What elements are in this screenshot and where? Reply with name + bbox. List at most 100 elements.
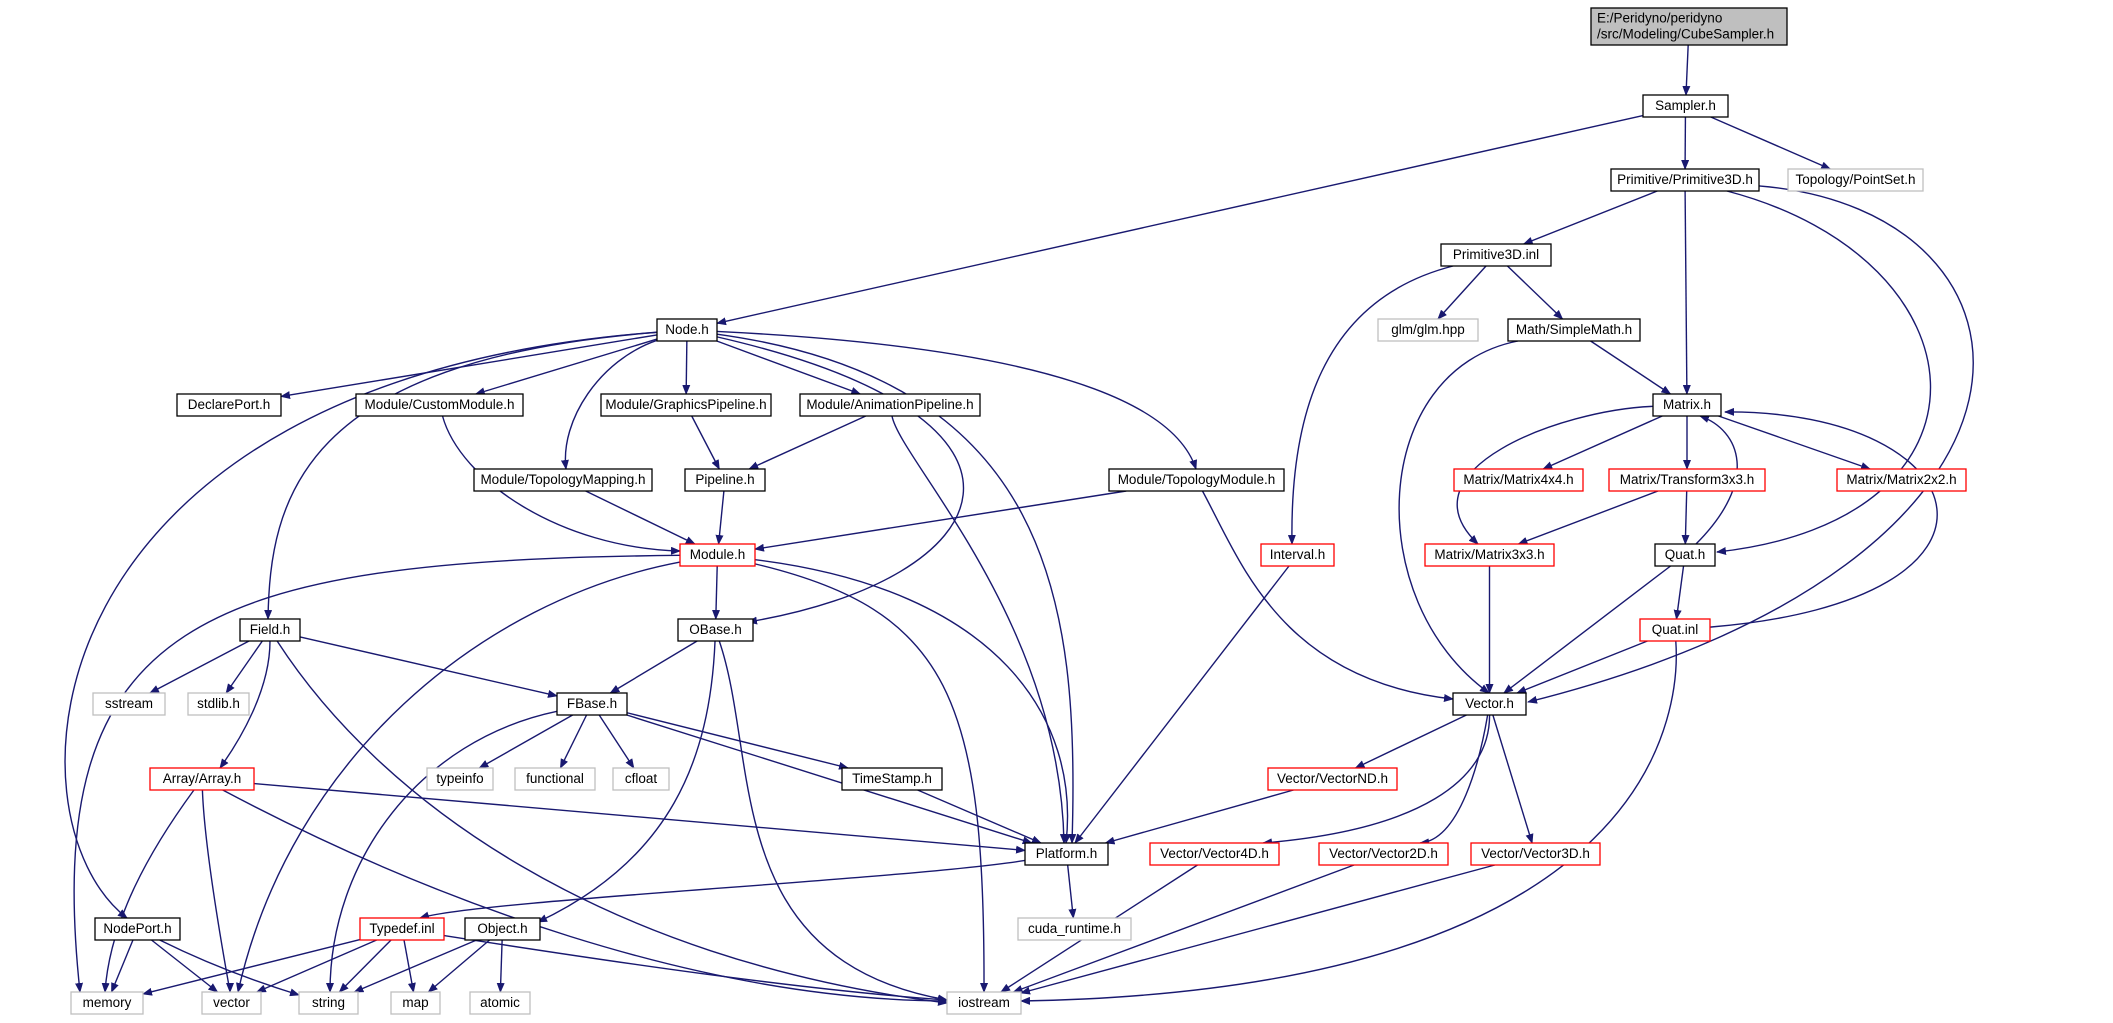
edge-fbase-to-functional	[559, 714, 588, 769]
node-label: glm/glm.hpp	[1391, 322, 1465, 337]
node-declareport[interactable]: DeclarePort.h	[176, 393, 282, 417]
node-platform[interactable]: Platform.h	[1024, 842, 1109, 866]
node-vector4d[interactable]: Vector/Vector4D.h	[1149, 842, 1280, 866]
node-obase[interactable]: OBase.h	[677, 618, 754, 642]
node-sampler[interactable]: Sampler.h	[1642, 94, 1729, 118]
edge-field-to-stdlib	[225, 640, 263, 694]
node-transform3x3[interactable]: Matrix/Transform3x3.h	[1608, 468, 1766, 492]
edge-obase-to-object	[537, 640, 716, 923]
node-box	[1836, 468, 1967, 492]
node-string: string	[298, 991, 359, 1015]
edge-field-to-fbase	[299, 636, 558, 698]
node-vector2d[interactable]: Vector/Vector2D.h	[1318, 842, 1449, 866]
node-object[interactable]: Object.h	[464, 917, 541, 941]
node-graphicspipeline[interactable]: Module/GraphicsPipeline.h	[600, 393, 772, 417]
node-topologymodule[interactable]: Module/TopologyModule.h	[1108, 468, 1285, 492]
edge-interval-to-platform	[1074, 565, 1290, 844]
node-box	[1318, 842, 1449, 866]
edge-node-to-obase	[716, 336, 965, 625]
edge-node-to-graphicspipeline	[682, 340, 691, 395]
node-box	[1424, 543, 1555, 567]
node-nodeport[interactable]: NodePort.h	[94, 917, 181, 941]
node-root[interactable]: E:/Peridyno/peridyno/src/Modeling/CubeSa…	[1590, 7, 1788, 46]
node-quat_inl[interactable]: Quat.inl	[1639, 618, 1711, 642]
node-custommodule[interactable]: Module/CustomModule.h	[355, 393, 524, 417]
node-glm: glm/glm.hpp	[1377, 318, 1479, 342]
node-box	[556, 692, 628, 716]
node-label: iostream	[958, 995, 1010, 1010]
node-typedef_inl[interactable]: Typedef.inl	[359, 917, 445, 941]
node-label: atomic	[480, 995, 520, 1010]
node-box	[390, 991, 441, 1015]
edge-platform-to-typedef_inl	[419, 859, 1026, 920]
node-vector3d[interactable]: Vector/Vector3D.h	[1470, 842, 1601, 866]
node-module[interactable]: Module.h	[679, 543, 756, 567]
node-box	[841, 767, 943, 791]
edge-array-to-memory	[101, 789, 195, 993]
edge-graphicspipeline-to-pipeline	[691, 415, 720, 470]
node-array[interactable]: Array/Array.h	[149, 767, 255, 791]
edge-simplemath-to-vector	[1398, 340, 1519, 694]
node-topologymapping[interactable]: Module/TopologyMapping.h	[473, 468, 653, 492]
node-box	[684, 468, 766, 492]
node-box	[514, 767, 596, 791]
node-vectornd[interactable]: Vector/VectorND.h	[1267, 767, 1398, 791]
edge-primitive3d_inl-to-simplemath	[1506, 265, 1564, 320]
node-label: Matrix/Matrix2x2.h	[1846, 472, 1956, 487]
node-label: Array/Array.h	[163, 771, 242, 786]
node-box	[1452, 692, 1527, 716]
edge-topologymodule-to-module	[754, 490, 1127, 552]
node-box	[1470, 842, 1601, 866]
node-animationpipeline[interactable]: Module/AnimationPipeline.h	[799, 393, 981, 417]
node-matrix4x4[interactable]: Matrix/Matrix4x4.h	[1453, 468, 1584, 492]
edge-topologymodule-to-vector	[1201, 490, 1454, 702]
node-label: cfloat	[625, 771, 658, 786]
edge-quat-to-matrix	[1695, 415, 1738, 545]
node-node[interactable]: Node.h	[656, 318, 718, 342]
node-label: Matrix/Matrix3x3.h	[1434, 547, 1544, 562]
node-box	[1654, 543, 1716, 567]
edge-field-to-array	[219, 640, 271, 769]
node-label: Vector/Vector2D.h	[1329, 846, 1438, 861]
node-matrix2x2[interactable]: Matrix/Matrix2x2.h	[1836, 468, 1967, 492]
node-label: Interval.h	[1270, 547, 1326, 562]
node-box	[799, 393, 981, 417]
node-atomic: atomic	[469, 991, 531, 1015]
edge-node-to-custommodule	[474, 338, 658, 396]
node-timestamp[interactable]: TimeStamp.h	[841, 767, 943, 791]
node-pipeline[interactable]: Pipeline.h	[684, 468, 766, 492]
edge-transform3x3-to-matrix3x3	[1517, 490, 1659, 545]
node-field[interactable]: Field.h	[239, 618, 301, 642]
node-box	[677, 618, 754, 642]
node-label: OBase.h	[689, 622, 742, 637]
node-primitive3d_inl[interactable]: Primitive3D.inl	[1440, 243, 1552, 267]
edge-vector2d-to-iostream	[1012, 864, 1355, 993]
node-cfloat: cfloat	[612, 767, 670, 791]
node-box	[298, 991, 359, 1015]
node-label: /src/Modeling/CubeSampler.h	[1597, 27, 1774, 42]
node-matrix[interactable]: Matrix.h	[1652, 393, 1722, 417]
edge-custommodule-to-module	[441, 415, 681, 555]
node-cuda_runtime: cuda_runtime.h	[1017, 917, 1132, 941]
edge-node-to-platform	[716, 333, 1077, 844]
node-interval[interactable]: Interval.h	[1260, 543, 1335, 567]
node-box	[1267, 767, 1398, 791]
edge-object-to-atomic	[496, 939, 505, 993]
edge-array-to-std_vector	[201, 789, 234, 993]
node-box	[1652, 393, 1722, 417]
node-label: Module/TopologyMapping.h	[480, 472, 645, 487]
node-fbase[interactable]: FBase.h	[556, 692, 628, 716]
node-matrix3x3[interactable]: Matrix/Matrix3x3.h	[1424, 543, 1555, 567]
edge-simplemath-to-matrix	[1590, 340, 1672, 395]
node-primitive3d[interactable]: Primitive/Primitive3D.h	[1610, 168, 1760, 192]
node-vector[interactable]: Vector.h	[1452, 692, 1527, 716]
edge-matrix-to-matrix4x4	[1542, 415, 1663, 470]
edge-primitive3d-to-matrix	[1682, 190, 1691, 395]
node-simplemath[interactable]: Math/SimpleMath.h	[1507, 318, 1641, 342]
node-memory: memory	[70, 991, 144, 1015]
edge-fbase-to-platform	[626, 714, 1033, 845]
node-box	[359, 917, 445, 941]
node-label: Primitive3D.inl	[1453, 247, 1539, 262]
node-quat[interactable]: Quat.h	[1654, 543, 1716, 567]
node-box	[1507, 318, 1641, 342]
